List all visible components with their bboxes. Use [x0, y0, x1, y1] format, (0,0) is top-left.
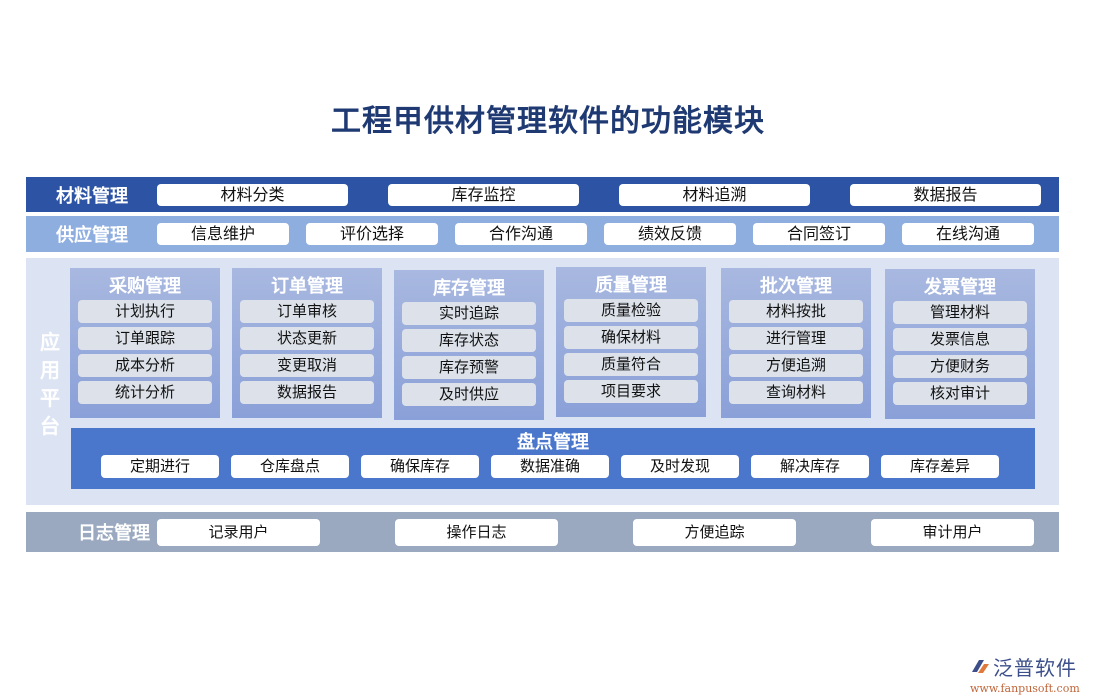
application-platform: 应 用 平 台 采购管理 计划执行 订单跟踪 成本分析 统计分析 订单管理 订单…: [26, 258, 1059, 505]
module-item: 订单审核: [240, 300, 374, 323]
platform-label-char: 应: [40, 330, 60, 354]
module-item: 计划执行: [78, 300, 212, 323]
module-item: 方便追溯: [729, 354, 863, 377]
supply-management-row: 供应管理 信息维护 评价选择 合作沟通 绩效反馈 合同签订 在线沟通: [26, 216, 1059, 252]
module-batch: 批次管理 材料按批 进行管理 方便追溯 查询材料: [721, 268, 871, 418]
module-item: 管理材料: [893, 301, 1027, 324]
platform-label: 应 用 平 台: [38, 328, 62, 440]
module-title: 质量管理: [595, 275, 667, 296]
materials-management-row: 材料管理 材料分类 库存监控 材料追溯 数据报告: [26, 177, 1059, 212]
feature-pill: 绩效反馈: [604, 223, 736, 245]
logo-url: www.fanpusoft.com: [970, 682, 1080, 695]
platform-label-char: 平: [40, 386, 60, 410]
brand-logo: 泛普软件 www.fanpusoft.com: [970, 652, 1095, 695]
module-title: 发票管理: [924, 277, 996, 298]
module-item: 核对审计: [893, 382, 1027, 405]
feature-pill: 审计用户: [871, 518, 1034, 546]
feature-pill: 方便追踪: [633, 518, 796, 546]
module-item: 状态更新: [240, 327, 374, 350]
feature-pill: 合作沟通: [455, 223, 587, 245]
module-item: 统计分析: [78, 381, 212, 404]
module-item: 质量符合: [564, 353, 698, 376]
module-quality: 质量管理 质量检验 确保材料 质量符合 项目要求: [556, 267, 706, 417]
module-item: 发票信息: [893, 328, 1027, 351]
module-title: 批次管理: [760, 276, 832, 297]
module-item: 数据报告: [240, 381, 374, 404]
feature-pill: 确保库存: [361, 455, 479, 478]
module-item: 库存预警: [402, 356, 536, 379]
feature-pill: 库存监控: [388, 183, 579, 206]
platform-label-char: 用: [40, 358, 60, 382]
module-title: 库存管理: [433, 278, 505, 299]
module-item: 查询材料: [729, 381, 863, 404]
module-item: 材料按批: [729, 300, 863, 323]
log-management-row: 日志管理 记录用户 操作日志 方便追踪 审计用户: [26, 512, 1059, 552]
module-inventory: 库存管理 实时追踪 库存状态 库存预警 及时供应: [394, 270, 544, 420]
row-label: 日志管理: [78, 523, 150, 544]
module-title: 采购管理: [109, 276, 181, 297]
module-item: 确保材料: [564, 326, 698, 349]
feature-pill: 在线沟通: [902, 223, 1034, 245]
module-item: 订单跟踪: [78, 327, 212, 350]
module-item: 进行管理: [729, 327, 863, 350]
row-label: 材料管理: [56, 185, 128, 207]
feature-pill: 材料追溯: [619, 183, 810, 206]
feature-pill: 信息维护: [157, 223, 289, 245]
module-item: 质量检验: [564, 299, 698, 322]
module-item: 实时追踪: [402, 302, 536, 325]
module-title: 订单管理: [271, 276, 343, 297]
module-item: 方便财务: [893, 355, 1027, 378]
feature-pill: 评价选择: [306, 223, 438, 245]
module-item: 库存状态: [402, 329, 536, 352]
feature-pill: 定期进行: [101, 455, 219, 478]
feature-pill: 及时发现: [621, 455, 739, 478]
feature-pill: 记录用户: [157, 518, 320, 546]
row-label: 供应管理: [56, 225, 128, 246]
logo-mark-icon: [970, 658, 990, 676]
module-purchase: 采购管理 计划执行 订单跟踪 成本分析 统计分析: [70, 268, 220, 418]
feature-pill: 数据准确: [491, 455, 609, 478]
feature-pill: 仓库盘点: [231, 455, 349, 478]
module-item: 项目要求: [564, 380, 698, 403]
module-item: 及时供应: [402, 383, 536, 406]
module-item: 成本分析: [78, 354, 212, 377]
page-title: 工程甲供材管理软件的功能模块: [331, 104, 765, 139]
feature-pill: 材料分类: [157, 183, 348, 206]
module-title: 盘点管理: [517, 432, 589, 453]
module-invoice: 发票管理 管理材料 发票信息 方便财务 核对审计: [885, 269, 1035, 419]
feature-pill: 解决库存: [751, 455, 869, 478]
logo-name: 泛普软件: [993, 656, 1077, 680]
module-item: 变更取消: [240, 354, 374, 377]
feature-pill: 合同签订: [753, 223, 885, 245]
feature-pill: 操作日志: [395, 518, 558, 546]
feature-pill: 库存差异: [881, 455, 999, 478]
platform-label-char: 台: [40, 414, 60, 438]
module-order: 订单管理 订单审核 状态更新 变更取消 数据报告: [232, 268, 382, 418]
feature-pill: 数据报告: [850, 183, 1041, 206]
stocktaking-module: 盘点管理 定期进行 仓库盘点 确保库存 数据准确 及时发现 解决库存 库存差异: [71, 428, 1035, 489]
